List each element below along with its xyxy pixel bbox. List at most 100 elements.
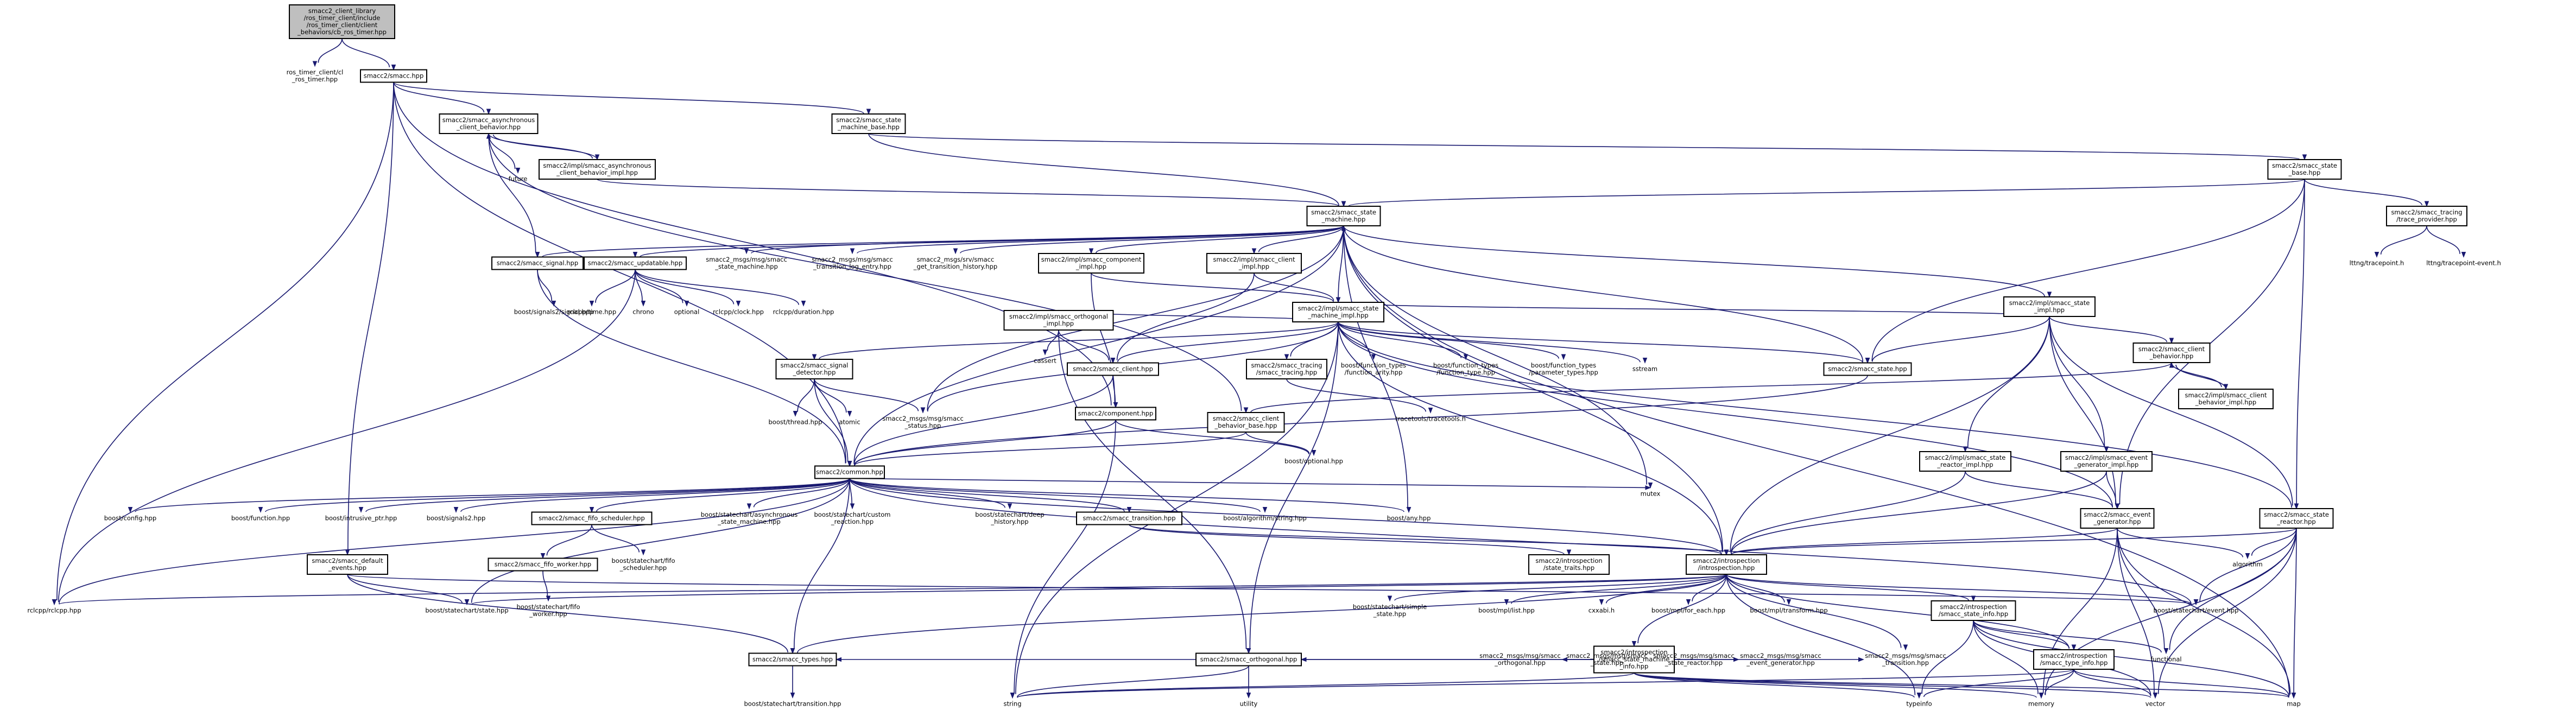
node-client-behavior-base[interactable]: smacc2/smacc_client_behavior_base.hpp — [1207, 412, 1285, 433]
node-state-machine[interactable]: smacc2/smacc_state_machine.hpp — [1306, 206, 1381, 226]
node-ft-parameter-types[interactable]: boost/function_types/parameter_types.hpp — [1523, 359, 1604, 379]
node-state-machine-impl[interactable]: smacc2/impl/smacc_state_machine_impl.hpp — [1292, 302, 1384, 322]
node-orthogonal-impl[interactable]: smacc2/impl/smacc_orthogonal_impl.hpp — [1003, 310, 1114, 331]
node-state-info[interactable]: smacc2/introspection/smacc_state_info.hp… — [1931, 600, 2016, 621]
node-sstream[interactable]: sstream — [1628, 363, 1662, 376]
node-component-impl[interactable]: smacc2/impl/smacc_component_impl.hpp — [1038, 253, 1144, 274]
edge-state-machine-to-msgs-get-transition — [953, 225, 1344, 255]
node-box — [1528, 554, 1610, 575]
node-sc-fifo-worker[interactable]: boost/statechart/fifo_worker.hpp — [507, 601, 591, 620]
node-async-cb-impl[interactable]: smacc2/impl/smacc_asynchronous_client_be… — [539, 159, 656, 180]
node-boost-any[interactable]: boost/any.hpp — [1381, 512, 1436, 525]
node-sm-info[interactable]: smacc2/introspection/smacc_state_machine… — [1593, 645, 1675, 674]
node-msgs-get-transition[interactable]: smacc2_msgs/srv/smacc_get_transition_his… — [903, 253, 1008, 273]
node-msgs-status[interactable]: smacc2_msgs/msg/smacc_status.hpp — [881, 413, 965, 432]
node-cassert[interactable]: cassert — [1028, 355, 1062, 367]
node-chrono[interactable]: chrono — [628, 306, 659, 319]
node-msgs-state-reactor[interactable]: smacc2_msgs/msg/smacc_state_reactor.hpp — [1652, 650, 1736, 669]
node-event-generator-impl[interactable]: smacc2/impl/smacc_event_generator_impl.h… — [2060, 451, 2153, 472]
node-ft-function-arity[interactable]: boost/function_types/function_arity.hpp — [1333, 359, 1414, 379]
node-msgs-transition[interactable]: smacc2_msgs/msg/smacc_transition.hpp — [1864, 650, 1948, 669]
node-common[interactable]: smacc2/common.hpp — [814, 465, 885, 479]
node-smacc-orthogonal[interactable]: smacc2/smacc_orthogonal.hpp — [1195, 652, 1302, 667]
node-boost-mpl-list[interactable]: boost/mpl/list.hpp — [1470, 605, 1543, 617]
node-boost-function[interactable]: boost/function.hpp — [224, 512, 298, 525]
node-state-reactor-impl[interactable]: smacc2/impl/smacc_state_reactor_impl.hpp — [1919, 451, 2011, 472]
node-boost-mpl-for-each[interactable]: boost/mpl/for_each.hpp — [1645, 605, 1732, 617]
node-string[interactable]: string — [997, 698, 1028, 711]
node-msgs-event-generator[interactable]: smacc2_msgs/msg/smacc_event_generator.hp… — [1739, 650, 1823, 669]
node-sc-custom-reaction[interactable]: boost/statechart/custom_reaction.hpp — [807, 509, 898, 528]
node-fifo-worker[interactable]: smacc2/smacc_fifo_worker.hpp — [488, 557, 598, 572]
node-sc-simple-state[interactable]: boost/statechart/simple_state.hpp — [1344, 601, 1435, 620]
node-smacc-hpp[interactable]: smacc2/smacc.hpp — [360, 69, 427, 83]
node-state-base[interactable]: smacc2/smacc_state_base.hpp — [2267, 159, 2342, 180]
node-smacc-component[interactable]: smacc2/component.hpp — [1075, 407, 1156, 421]
node-boost-signals2[interactable]: boost/signals2.hpp — [420, 512, 493, 525]
node-boost-algorithm-string[interactable]: boost/algorithm/string.hpp — [1214, 512, 1316, 525]
node-event-generator[interactable]: smacc2/smacc_event_generator.hpp — [2080, 508, 2155, 529]
node-sc-fifo-scheduler[interactable]: boost/statechart/fifo_scheduler.hpp — [602, 555, 686, 574]
node-state-machine-base[interactable]: smacc2/smacc_state_machine_base.hpp — [831, 113, 906, 134]
node-msgs-state[interactable]: smacc2_msgs/msg/smacc_state.hpp — [1565, 650, 1649, 669]
node-smacc-state[interactable]: smacc2/smacc_state.hpp — [1823, 362, 1912, 376]
node-sc-event[interactable]: boost/statechart/event.hpp — [2145, 605, 2247, 617]
node-functional[interactable]: functional — [2144, 654, 2188, 666]
node-sc-deep-history[interactable]: boost/statechart/deep_history.hpp — [968, 509, 1052, 528]
node-boost-optional[interactable]: boost/optional.hpp — [1277, 455, 1351, 468]
node-fifo-scheduler[interactable]: smacc2/smacc_fifo_scheduler.hpp — [531, 511, 653, 525]
node-state-impl[interactable]: smacc2/impl/smacc_state_impl.hpp — [2003, 296, 2096, 317]
node-rclcpp-clock[interactable]: rclcpp/clock.hpp — [705, 306, 771, 319]
node-ft-function-type[interactable]: boost/function_types/function_type.hpp — [1426, 359, 1506, 379]
node-signal-detector[interactable]: smacc2/smacc_signal_detector.hpp — [775, 359, 853, 379]
node-msgs-transition-log[interactable]: smacc2_msgs/msg/smacc_transition_log_ent… — [803, 253, 902, 273]
node-smacc-client[interactable]: smacc2/smacc_client.hpp — [1067, 362, 1159, 376]
node-msgs-state-machine[interactable]: smacc2_msgs/msg/smacc_state_machine.hpp — [705, 253, 789, 273]
node-optional[interactable]: optional — [668, 306, 706, 319]
node-async-cb[interactable]: smacc2/smacc_asynchronous_client_behavio… — [439, 113, 539, 134]
node-rclcpp-duration[interactable]: rclcpp/duration.hpp — [765, 306, 842, 319]
node-future[interactable]: future — [503, 173, 533, 186]
node-introspection-state-traits[interactable]: smacc2/introspection/state_traits.hpp — [1528, 554, 1610, 575]
node-client-behavior-impl[interactable]: smacc2/impl/smacc_client_behavior_impl.h… — [2178, 389, 2274, 409]
node-smacc-types[interactable]: smacc2/smacc_types.hpp — [748, 652, 837, 667]
node-boost-config[interactable]: boost/config.hpp — [97, 512, 163, 525]
node-tracing-tracing[interactable]: smacc2/smacc_tracing/smacc_tracing.hpp — [1246, 359, 1327, 379]
node-vector[interactable]: vector — [2140, 698, 2170, 711]
node-utility[interactable]: utility — [1232, 698, 1265, 711]
node-algorithm[interactable]: algorithm — [2227, 559, 2268, 571]
node-cxxabi[interactable]: cxxabi.h — [1583, 605, 1621, 617]
node-rclcpp[interactable]: rclcpp/rclcpp.hpp — [20, 605, 89, 617]
node-mutex[interactable]: mutex — [1637, 488, 1664, 500]
node-sc-state[interactable]: boost/statechart/state.hpp — [416, 605, 518, 617]
node-root[interactable]: smacc2_client_library/ros_timer_client/i… — [289, 4, 395, 39]
edge-line — [537, 269, 846, 464]
node-msgs-orthogonal[interactable]: smacc2_msgs/msg/smacc_orthogonal.hpp — [1478, 650, 1562, 669]
node-type-info[interactable]: smacc2/introspection/smacc_type_info.hpp — [2033, 649, 2115, 670]
node-client-impl[interactable]: smacc2/impl/smacc_client_impl.hpp — [1206, 253, 1302, 274]
node-typeinfo[interactable]: typeinfo — [1901, 698, 1938, 711]
node-smacc-signal[interactable]: smacc2/smacc_signal.hpp — [491, 256, 584, 270]
node-boost-mpl-transform[interactable]: boost/mpl/transform.hpp — [1743, 605, 1834, 617]
node-sc-async-state-machine[interactable]: boost/statechart/asynchronous_state_mach… — [693, 509, 806, 528]
node-lttng-tracepoint[interactable]: lttng/tracepoint.h — [2340, 257, 2414, 270]
node-boost-signals2-signal[interactable]: boost/signals2/signal.hpp — [505, 306, 603, 319]
node-smacc-transition[interactable]: smacc2/smacc_transition.hpp — [1076, 511, 1182, 525]
node-rclcpp-time[interactable]: rclcpp/time.hpp — [561, 306, 623, 319]
node-client-behavior[interactable]: smacc2/smacc_client_behavior.hpp — [2132, 343, 2211, 363]
node-sc-transition[interactable]: boost/statechart/transition.hpp — [733, 698, 853, 711]
node-map[interactable]: map — [2284, 698, 2303, 711]
edge-type-info-to-string — [1010, 669, 2074, 699]
node-memory[interactable]: memory — [2026, 698, 2056, 711]
node-state-reactor[interactable]: smacc2/smacc_state_reactor.hpp — [2259, 508, 2334, 529]
node-atomic[interactable]: atomic — [834, 416, 865, 429]
node-tracing-trace-provider[interactable]: smacc2/smacc_tracing/trace_provider.hpp — [2386, 206, 2467, 226]
node-default-events[interactable]: smacc2/smacc_default_events.hpp — [307, 554, 388, 575]
node-lttng-tracepoint-event[interactable]: lttng/tracepoint-event.h — [2416, 257, 2511, 270]
node-boost-thread[interactable]: boost/thread.hpp — [762, 416, 828, 429]
node-introspection[interactable]: smacc2/introspection/introspection.hpp — [1686, 554, 1767, 575]
node-ros-timer-client[interactable]: ros_timer_client/cl_ros_timer.hpp — [277, 66, 353, 86]
node-smacc-updatable[interactable]: smacc2/smacc_updatable.hpp — [584, 256, 687, 270]
node-boost-intrusive-ptr[interactable]: boost/intrusive_ptr.hpp — [315, 512, 407, 525]
node-tracetools[interactable]: tracetools/tracetools.h — [1385, 413, 1476, 426]
